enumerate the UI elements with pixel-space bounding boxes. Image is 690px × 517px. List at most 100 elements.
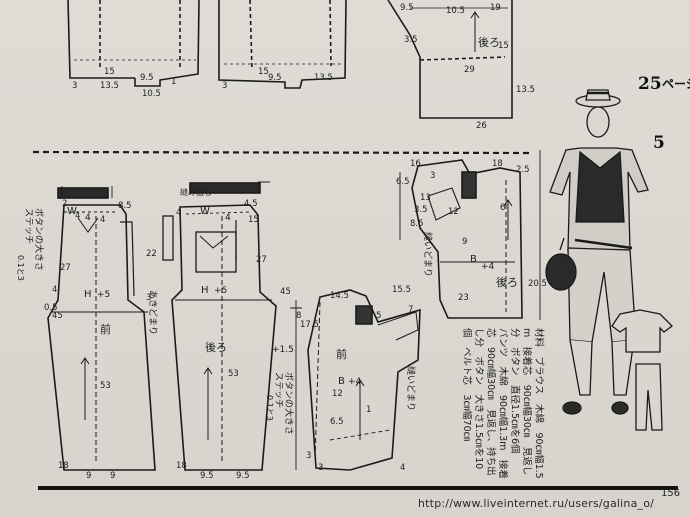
measurement-front-pants-0: 8.5 — [118, 201, 132, 211]
blouse-front-piece — [307, 289, 421, 471]
measurement-front-pants-6: 4 — [52, 285, 57, 295]
top-left-pattern-piece — [67, 0, 200, 87]
measurement-back-pants-2: 15 — [248, 215, 259, 225]
front-stitch-note: ステッチ — [23, 208, 34, 244]
ease-mark: +1.5 — [272, 345, 294, 355]
measurement-blouse-front-8: 12 — [332, 389, 343, 399]
back-bust-plus4: +4 — [481, 262, 495, 272]
front-label: 前 — [100, 322, 111, 336]
materials-line-2: m 接着芯 90㎝幅30㎝ 見返し — [521, 328, 533, 475]
watermark-url: http://www.liveinternet.ru/users/galina_… — [418, 497, 655, 510]
belt-note: 縫み出し — [180, 187, 212, 197]
measurement-front-pants-9: 53 — [100, 381, 111, 391]
measurement-blouse-front-2: 14.5 — [330, 291, 349, 301]
materials-line-6: し分 ボタン 大きさ1.5㎝を10 — [473, 328, 485, 469]
blouse-back-note: 縫いどまり — [422, 232, 434, 277]
measurement-top-left-4: 1 — [171, 77, 176, 87]
back-stitch-width: 0.1と3 — [265, 395, 274, 421]
measurement-top-right-7: 3.5 — [404, 35, 418, 45]
measurement-front-pants-3: 4 — [100, 215, 105, 225]
measurement-blouse-front-4: 8 — [296, 311, 301, 321]
measurement-top-right-4: 29 — [464, 65, 475, 75]
measurement-top-left-0: 15 — [104, 67, 115, 77]
measurement-front-pants-5: 27 — [60, 263, 71, 273]
top-middle-pattern-piece — [218, 0, 347, 89]
back-label: 後ろ — [205, 340, 227, 354]
measurement-blouse-back-0: 16 — [410, 159, 421, 169]
measurement-blouse-front-1: 17.5 — [300, 320, 319, 330]
open-end-note: あきどまり — [147, 290, 158, 335]
measurement-top-middle-1: 9.5 — [268, 73, 282, 83]
measurement-front-pants-7: 0.5 — [44, 303, 58, 313]
section-divider — [32, 150, 533, 155]
measurement-back-pants-0: 4 — [176, 208, 181, 218]
measurement-top-middle-3: 3 — [222, 81, 227, 91]
front-bust-plus4: +4 — [348, 377, 362, 387]
measurement-front-pants-13: 3 — [146, 293, 151, 303]
measurement-blouse-back-7: 20.5 — [528, 279, 547, 289]
measurement-blouse-back-11: 8.5 — [410, 219, 424, 229]
page-number: 156 — [661, 488, 681, 499]
measurement-top-left-3: 10.5 — [142, 89, 161, 99]
measurement-front-pants-10: 18 — [58, 461, 69, 471]
measurement-top-right-3: 15 — [498, 41, 509, 51]
back-pants-piece — [162, 204, 277, 471]
back-bust-b: B — [470, 254, 477, 265]
fashion-illustration — [545, 89, 673, 431]
measurement-front-pants-12: 9 — [110, 471, 115, 481]
measurement-top-left-5: 3 — [72, 81, 77, 91]
page-ref-number: 25 — [638, 74, 662, 94]
back-waist-w: W — [200, 206, 210, 217]
measurement-blouse-back-5: 13 — [420, 193, 431, 203]
measurement-front-pants-4: 22 — [146, 249, 157, 259]
back-waistband — [189, 182, 261, 194]
measurement-top-right-2: 19 — [490, 3, 501, 13]
page-ref-item: 5 — [653, 133, 665, 153]
pattern-text-labels: 25 ページ 5 前 後ろ 前 後ろ 後ろ W 4 W 4 H +5 H +5 … — [16, 35, 690, 479]
measurement-blouse-front-6: 3 — [306, 451, 311, 461]
materials-line-3: 分 ボタン 直径1.5㎝を6個 — [509, 328, 521, 454]
top-back-label: 後ろ — [478, 35, 500, 49]
measurement-top-right-0: 9.5 — [400, 3, 414, 13]
measurement-front-pants-11: 9 — [86, 471, 91, 481]
slit-end-note: 縫いどまり — [405, 366, 417, 411]
measurement-top-right-5: 26 — [476, 121, 487, 131]
measurement-blouse-back-1: 18 — [492, 159, 503, 169]
front-button-note: ボタンの大きさ — [33, 208, 45, 271]
measurement-back-pants-5: 53 — [228, 369, 239, 379]
front-hip-plus5: +5 — [97, 290, 110, 300]
measurement-back-pants-4: 45 — [280, 287, 291, 297]
materials-line-1: 材料 ブラウス 木綿 90㎝幅1.5 — [533, 328, 545, 479]
measurement-blouse-front-3: 7 — [408, 305, 413, 315]
measurement-blouse-front-7: 5 — [376, 311, 381, 321]
measurement-back-pants-1: 4.5 — [244, 199, 258, 209]
front-hip-h: H — [84, 289, 92, 300]
measurement-top-right-1: 10.5 — [446, 6, 465, 16]
blouse-front-label: 前 — [336, 347, 347, 361]
bottom-rule — [38, 486, 678, 490]
page-ref-suffix: ページ — [662, 77, 690, 91]
measurement-blouse-front-0: 15.5 — [392, 285, 411, 295]
measurement-back-pants-6: 9.5 — [200, 471, 214, 481]
materials-line-4: パンツ 木綿 90㎝幅1.3m 接着 — [497, 328, 509, 479]
measurement-top-middle-0: 15 — [258, 67, 269, 77]
materials-line-5: 芯 90㎝幅30㎝ 見返し、持ち出 — [485, 328, 497, 476]
top-right-pattern-piece — [387, 0, 513, 119]
measurement-blouse-front-9: 6.5 — [330, 417, 344, 427]
measurement-blouse-front-11: 3 — [318, 463, 323, 473]
measurement-top-right-6: 13.5 — [516, 85, 535, 95]
measurement-top-left-2: 9.5 — [140, 73, 154, 83]
measurement-back-pants-8: 18 — [176, 461, 187, 471]
front-waist-w: W — [67, 206, 77, 217]
measurement-blouse-back-3: 9 — [462, 237, 467, 247]
measurement-top-left-1: 13.5 — [100, 81, 119, 91]
measurement-blouse-back-2: 6.5 — [396, 177, 410, 187]
measurement-blouse-back-12: 23 — [458, 293, 469, 303]
front-waistband — [57, 187, 109, 199]
back-waist-4: 4 — [225, 213, 231, 223]
measurement-blouse-back-9: 2.5 — [516, 165, 530, 175]
blouse-back-piece — [411, 159, 523, 319]
